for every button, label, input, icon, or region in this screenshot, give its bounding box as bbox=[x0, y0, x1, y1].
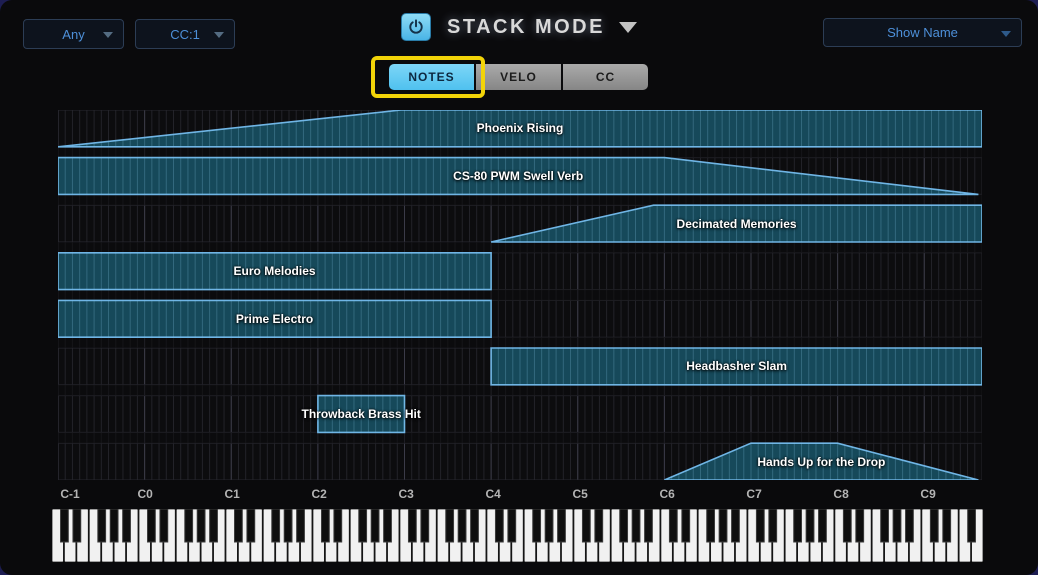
piano-keyboard[interactable] bbox=[52, 509, 984, 563]
note-grid[interactable] bbox=[58, 110, 982, 480]
octave-label: C2 bbox=[311, 487, 327, 501]
piano-key-black[interactable] bbox=[383, 509, 392, 543]
piano-key-black[interactable] bbox=[793, 509, 803, 543]
cc-source-value: CC:1 bbox=[170, 26, 200, 42]
piano-key-black[interactable] bbox=[507, 509, 517, 543]
octave-label: C7 bbox=[746, 487, 762, 501]
octave-labels-row: C-1 C0 C1 C2 C3 C4 C5 C6 C7 C8 C9 bbox=[52, 487, 984, 503]
piano-key-black[interactable] bbox=[631, 509, 641, 543]
piano-key-black[interactable] bbox=[842, 509, 852, 543]
piano-key-black[interactable] bbox=[196, 509, 206, 543]
chevron-down-icon bbox=[214, 32, 224, 38]
octave-label: C4 bbox=[485, 487, 501, 501]
tab-velo[interactable]: VELO bbox=[476, 64, 561, 90]
chevron-down-icon bbox=[1001, 31, 1011, 37]
piano-key-black[interactable] bbox=[457, 509, 467, 543]
piano-key-black[interactable] bbox=[271, 509, 281, 543]
piano-key-black[interactable] bbox=[109, 509, 119, 543]
piano-key-black[interactable] bbox=[97, 509, 107, 543]
piano-key-black[interactable] bbox=[755, 509, 765, 543]
piano-key-black[interactable] bbox=[818, 509, 827, 543]
piano-key-black[interactable] bbox=[147, 509, 156, 543]
piano-key-black[interactable] bbox=[706, 509, 716, 543]
piano-key-black[interactable] bbox=[544, 509, 554, 543]
octave-label: C3 bbox=[398, 487, 414, 501]
piano-key-black[interactable] bbox=[159, 509, 169, 543]
piano-key-black[interactable] bbox=[296, 509, 305, 543]
piano-key-black[interactable] bbox=[644, 509, 653, 543]
octave-label: C8 bbox=[833, 487, 849, 501]
piano-key-black[interactable] bbox=[122, 509, 131, 543]
midi-channel-value: Any bbox=[62, 26, 85, 42]
piano-key-black[interactable] bbox=[855, 509, 865, 543]
piano-key-black[interactable] bbox=[358, 509, 368, 543]
piano-key-black[interactable] bbox=[718, 509, 728, 543]
octave-label: C0 bbox=[137, 487, 153, 501]
piano-key-black[interactable] bbox=[420, 509, 430, 543]
piano-key-black[interactable] bbox=[184, 509, 194, 543]
piano-key-black[interactable] bbox=[942, 509, 952, 543]
piano-key-black[interactable] bbox=[805, 509, 815, 543]
piano-key-black[interactable] bbox=[333, 509, 343, 543]
title-group: STACK MODE bbox=[401, 13, 637, 41]
piano-key-black[interactable] bbox=[581, 509, 591, 543]
chevron-down-icon bbox=[103, 32, 113, 38]
piano-key-black[interactable] bbox=[929, 509, 939, 543]
stack-mode-menu-caret-icon[interactable] bbox=[618, 21, 637, 33]
piano-key-black[interactable] bbox=[72, 509, 82, 543]
piano-key-black[interactable] bbox=[905, 509, 914, 543]
piano-key-black[interactable] bbox=[407, 509, 417, 543]
piano-key-black[interactable] bbox=[967, 509, 976, 543]
power-button[interactable] bbox=[401, 13, 431, 41]
piano-key-black[interactable] bbox=[681, 509, 691, 543]
piano-key-black[interactable] bbox=[209, 509, 218, 543]
tab-notes[interactable]: NOTES bbox=[389, 64, 474, 90]
piano-key-black[interactable] bbox=[880, 509, 889, 543]
octave-label: C-1 bbox=[60, 487, 80, 501]
power-icon bbox=[409, 19, 423, 34]
piano-key-black[interactable] bbox=[532, 509, 542, 543]
piano-key-black[interactable] bbox=[668, 509, 678, 543]
cc-source-dropdown[interactable]: CC:1 bbox=[135, 19, 235, 49]
tab-cc[interactable]: CC bbox=[563, 64, 648, 90]
piano-key-black[interactable] bbox=[892, 509, 902, 543]
octave-label: C9 bbox=[920, 487, 936, 501]
page-title: STACK MODE bbox=[447, 15, 605, 38]
octave-label: C5 bbox=[572, 487, 588, 501]
piano-key-black[interactable] bbox=[320, 509, 330, 543]
view-tab-group: NOTES VELO CC bbox=[389, 64, 648, 90]
piano-key-black[interactable] bbox=[619, 509, 629, 543]
show-name-value: Show Name bbox=[887, 25, 958, 40]
piano-key-black[interactable] bbox=[494, 509, 504, 543]
piano-key-black[interactable] bbox=[594, 509, 604, 543]
piano-key-black[interactable] bbox=[445, 509, 455, 543]
piano-key-black[interactable] bbox=[768, 509, 778, 543]
midi-channel-dropdown[interactable]: Any bbox=[23, 19, 124, 49]
piano-key-black[interactable] bbox=[557, 509, 566, 543]
piano-key-black[interactable] bbox=[470, 509, 479, 543]
piano-key-black[interactable] bbox=[60, 509, 69, 543]
show-name-dropdown[interactable]: Show Name bbox=[823, 18, 1022, 47]
piano-key-black[interactable] bbox=[234, 509, 243, 543]
octave-label: C1 bbox=[224, 487, 240, 501]
octave-label: C6 bbox=[659, 487, 675, 501]
piano-key-black[interactable] bbox=[246, 509, 256, 543]
piano-key-black[interactable] bbox=[370, 509, 380, 543]
piano-key-black[interactable] bbox=[283, 509, 293, 543]
piano-key-black[interactable] bbox=[731, 509, 740, 543]
